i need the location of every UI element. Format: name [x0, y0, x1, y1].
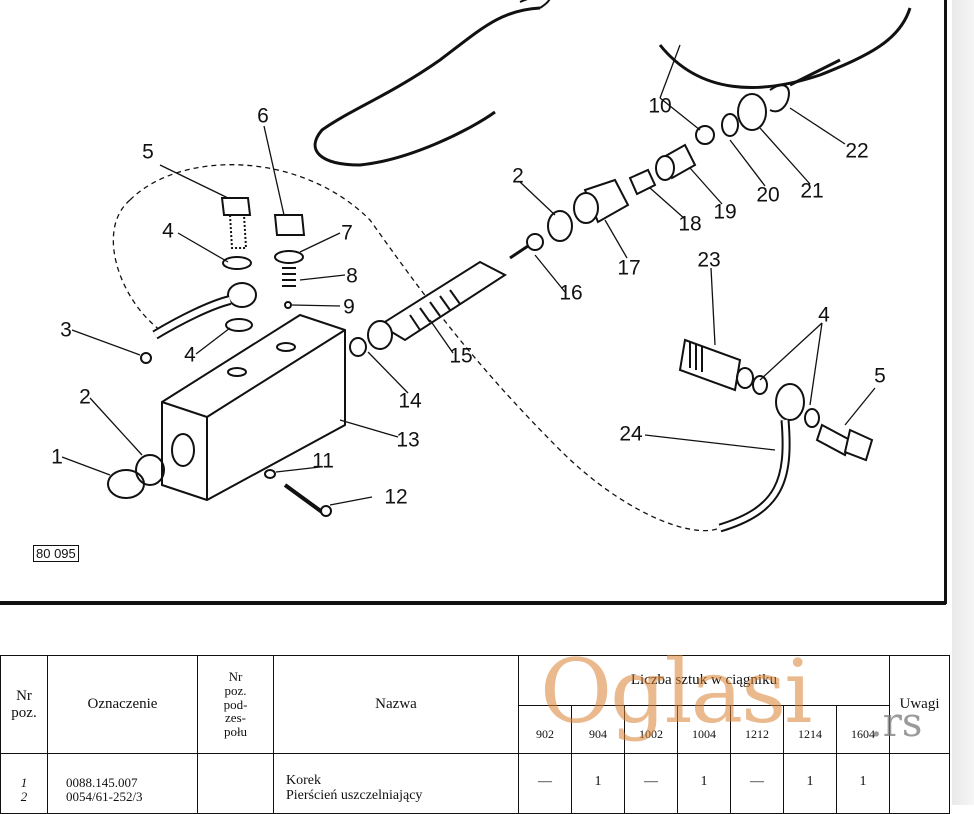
frame-right-border [944, 0, 947, 604]
callout-4-lower: 4 [184, 343, 196, 367]
callout-18: 18 [678, 212, 702, 236]
page-edge-shadow [952, 0, 974, 805]
model-1002: 1002 [624, 705, 678, 754]
row-poz-cell: 1 2 [0, 753, 48, 814]
callout-7: 7 [341, 221, 353, 245]
row-uwagi-cell [889, 753, 950, 814]
header-nazwa: Nazwa [273, 655, 519, 754]
model-1604: 1604 [836, 705, 890, 754]
callout-16: 16 [559, 281, 583, 305]
callout-11: 11 [312, 449, 334, 473]
callout-22: 22 [845, 139, 869, 163]
qty-1004: 1 [677, 753, 731, 814]
figure-code: 80 095 [33, 545, 79, 562]
qty-1212: — [730, 753, 784, 814]
callout-13: 13 [396, 428, 420, 452]
callout-10: 10 [648, 94, 672, 118]
model-904: 904 [571, 705, 625, 754]
callout-24: 24 [619, 422, 643, 446]
header-nr-poz: Nr poz. [0, 655, 48, 754]
table-header-row: Nr poz. Oznaczenie Nr poz. pod- zes- poł… [0, 655, 950, 754]
callout-4-right: 4 [818, 303, 830, 327]
qty-1002: — [624, 753, 678, 814]
callout-17: 17 [617, 256, 641, 280]
row-oznaczenie-cell: 0088.145.007 0054/61-252/3 [47, 753, 198, 814]
model-1212: 1212 [730, 705, 784, 754]
diagram-drawing [61, 0, 912, 533]
exploded-parts-diagram: 1 2 3 4 4 5 6 7 8 9 10 11 12 13 14 15 16… [33, 0, 912, 562]
callout-14: 14 [398, 389, 422, 413]
header-nr-pod: Nr poz. pod- zes- połu [197, 655, 274, 754]
model-902: 902 [518, 705, 572, 754]
callout-1: 1 [51, 445, 63, 469]
callout-12: 12 [384, 485, 408, 509]
callout-2-right: 2 [512, 164, 524, 188]
callout-21: 21 [800, 179, 824, 203]
callout-19: 19 [713, 200, 737, 224]
section-divider [0, 601, 946, 605]
callout-20: 20 [756, 183, 780, 207]
callout-4-upper: 4 [162, 219, 174, 243]
callout-5: 5 [142, 140, 154, 164]
callout-5-right: 5 [874, 364, 886, 388]
header-oznaczenie: Oznaczenie [47, 655, 198, 754]
callout-3: 3 [60, 318, 72, 342]
model-1004: 1004 [677, 705, 731, 754]
callout-2: 2 [79, 385, 91, 409]
header-uwagi: Uwagi [889, 655, 950, 754]
callout-8: 8 [346, 264, 358, 288]
parts-table: Nr poz. Oznaczenie Nr poz. pod- zes- poł… [0, 655, 950, 814]
callout-9: 9 [343, 295, 355, 319]
callout-23: 23 [697, 248, 721, 272]
callout-6: 6 [257, 104, 269, 128]
header-liczba: Liczba sztuk w ciągniku [518, 655, 890, 706]
callout-15: 15 [449, 344, 473, 368]
model-1214: 1214 [783, 705, 837, 754]
